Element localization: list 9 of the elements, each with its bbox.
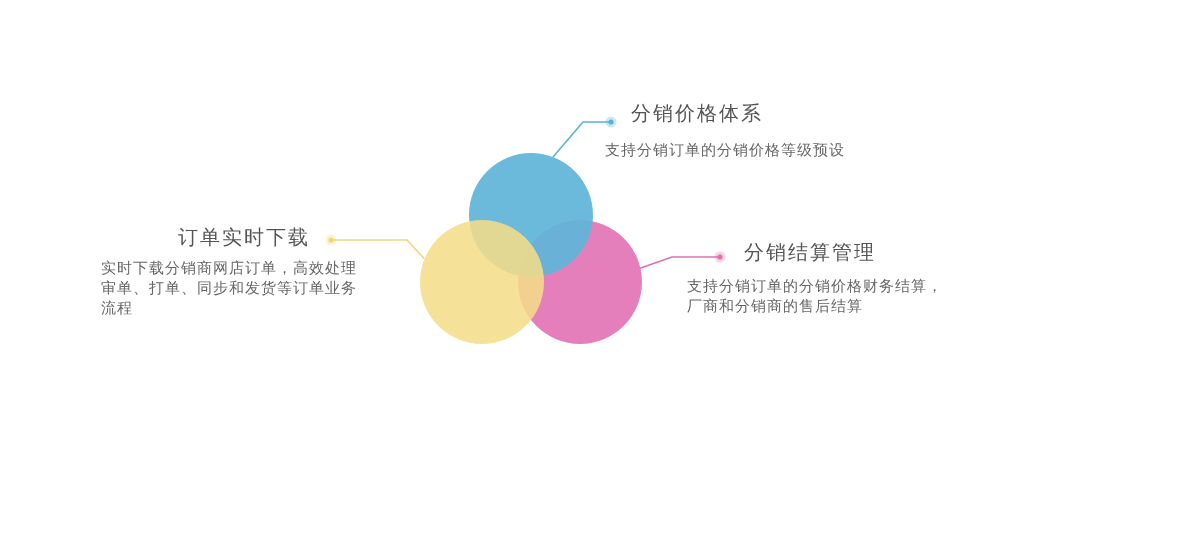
leader-line [552, 116, 617, 158]
leader-line [325, 234, 425, 260]
feature-description: 支持分销订单的分销价格财务结算，厂商和分销商的售后结算 [687, 276, 944, 316]
feature-title: 分销结算管理 [744, 239, 876, 265]
feature-description: 支持分销订单的分销价格等级预设 [605, 140, 846, 160]
feature-title: 分销价格体系 [631, 100, 763, 126]
leader-line [639, 251, 726, 270]
feature-description: 实时下载分销商网店订单，高效处理审单、打单、同步和发货等订单业务流程 [101, 258, 358, 318]
feature-title: 订单实时下载 [178, 224, 310, 250]
